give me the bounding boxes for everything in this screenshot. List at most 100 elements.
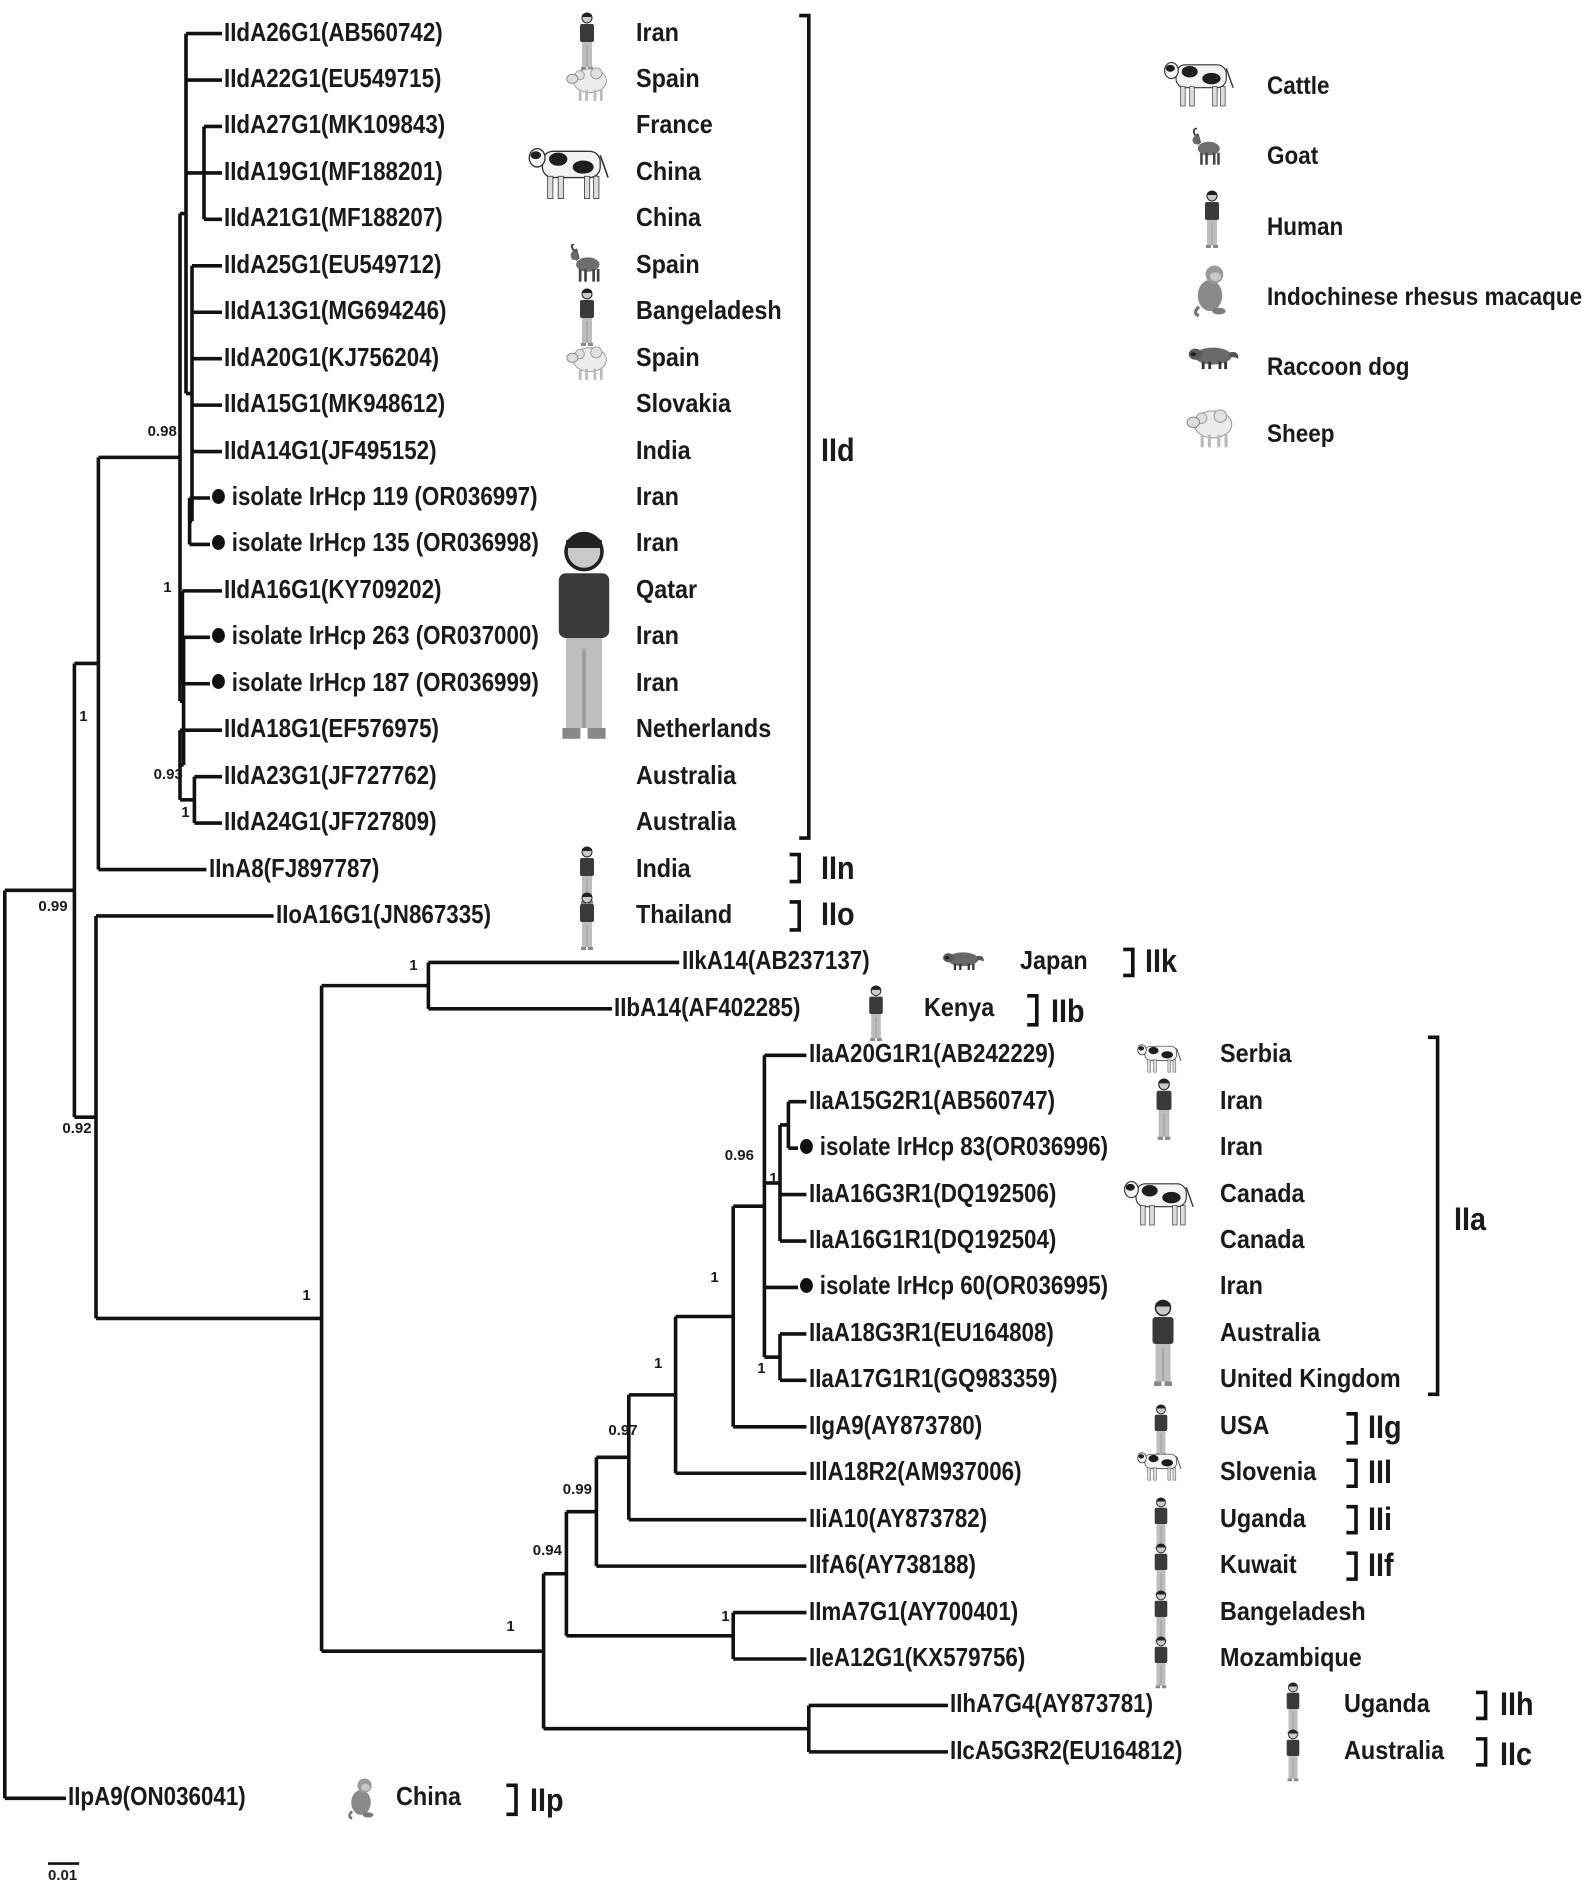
clade-iic-label: IIc	[1500, 1735, 1533, 1772]
tip-country: Iran	[1220, 1131, 1264, 1162]
cattle-icon	[524, 133, 616, 214]
tip-label: IIeA12G1(KX579756)	[808, 1642, 1026, 1672]
raccoon-dog-icon	[940, 948, 986, 977]
tip-label: IIdA21G1(MF188207)	[224, 202, 444, 233]
tip-label: IIaA17G1R1(GQ983359)	[808, 1363, 1058, 1394]
tip-label: IIdA19G1(MF188201)	[224, 155, 444, 186]
tip-country: Iran	[1220, 1084, 1264, 1115]
sheep-icon	[565, 341, 611, 388]
macaque-icon	[345, 1774, 377, 1827]
tip-label: IIbA14(AF402285)	[614, 991, 801, 1022]
tip-country: Spain	[636, 63, 700, 94]
goat-icon	[568, 241, 604, 291]
human-icon	[1148, 1294, 1178, 1399]
tip-country: Canada	[1220, 1177, 1305, 1208]
tip-country: Spain	[636, 341, 700, 372]
tip-label: isolate IrHcp 263 (OR037000)	[212, 622, 539, 648]
cattle-icon	[1120, 1165, 1200, 1242]
support-value: 1	[721, 1608, 730, 1626]
support-value: 1	[506, 1617, 515, 1635]
tip-country: Slovenia	[1220, 1456, 1317, 1487]
tip-label: IIdA16G1(KY709202)	[224, 573, 442, 604]
support-value: 0.97	[608, 1422, 638, 1440]
tip-country: Uganda	[1344, 1688, 1430, 1719]
tip-label: IIdA22G1(EU549715)	[224, 63, 442, 94]
tip-country: Slovakia	[636, 388, 731, 419]
tip-country: France	[636, 109, 713, 140]
legend-label: Goat	[1267, 142, 1319, 170]
support-value: 1	[769, 1170, 778, 1188]
human-icon	[1202, 188, 1222, 257]
clade-iig-label: IIg	[1368, 1408, 1402, 1445]
tip-label: IIdA20G1(KJ756204)	[224, 341, 440, 372]
tip-country: China	[636, 202, 702, 233]
tip-country: Australia	[1344, 1734, 1445, 1765]
support-value: 1	[79, 708, 88, 726]
tip-label: IIcA5G3R2(EU164812)	[950, 1734, 1183, 1765]
tip-country: Australia	[1220, 1316, 1321, 1347]
support-value: 0.94	[532, 1542, 562, 1560]
human-icon	[1284, 1728, 1302, 1789]
tip-label: IIdA15G1(MK948612)	[224, 388, 446, 419]
clade-iio-bracket	[789, 900, 801, 932]
tip-country: USA	[1220, 1409, 1270, 1440]
legend-label: Indochinese rhesus macaque	[1267, 283, 1583, 311]
support-value: 0.92	[62, 1119, 92, 1137]
human-icon	[577, 12, 597, 77]
human-icon	[1284, 1681, 1302, 1742]
clade-iia-bracket	[1428, 1035, 1440, 1397]
tip-country: Iran	[636, 620, 679, 651]
isolate-marker-dot	[212, 627, 226, 643]
tip-country: United Kingdom	[1220, 1363, 1402, 1394]
clade-iio-label: IIo	[820, 895, 855, 932]
tip-label: IIdA13G1(MG694246)	[224, 295, 447, 326]
tip-country: Spain	[636, 248, 700, 279]
clade-iif-label: IIf	[1368, 1547, 1394, 1584]
tip-country: Serbia	[1220, 1038, 1292, 1069]
clade-iil-bracket	[1346, 1458, 1358, 1489]
tip-country: Iran	[636, 666, 679, 697]
tip-country: Bangeladesh	[636, 295, 782, 326]
tip-country: Mozambique	[1220, 1642, 1363, 1672]
clade-iip-label: IIp	[530, 1782, 564, 1819]
support-value: 1	[163, 578, 172, 596]
human-icon	[1152, 1078, 1176, 1147]
clade-iin-label: IIn	[820, 849, 855, 886]
clade-iif-bracket	[1346, 1551, 1358, 1581]
tip-label: IInA8(FJ897787)	[208, 852, 380, 883]
tip-country: China	[396, 1781, 462, 1812]
tip-country: Australia	[636, 759, 737, 790]
tip-country: Iran	[636, 16, 679, 47]
tip-label: IIlA18R2(AM937006)	[808, 1456, 1022, 1487]
clade-iii-label: IIi	[1368, 1500, 1393, 1537]
tip-country: Uganda	[1220, 1502, 1307, 1533]
tip-label: isolate IrHcp 83(OR036996)	[800, 1133, 1109, 1159]
tip-country: India	[636, 852, 691, 883]
tip-label: isolate IrHcp 60(OR036995)	[800, 1272, 1109, 1298]
legend-label: Human	[1267, 213, 1344, 241]
human-icon	[548, 423, 620, 858]
tip-label: IIaA15G2R1(AB560747)	[808, 1084, 1055, 1115]
clade-iin-bracket	[789, 852, 801, 884]
tip-label: IIdA27G1(MK109843)	[224, 109, 446, 140]
tip-country: Iran	[636, 527, 679, 558]
support-value: 1	[757, 1359, 766, 1377]
tip-label: IIdA23G1(JF727762)	[224, 759, 437, 790]
support-value: 0.96	[724, 1147, 754, 1165]
clade-iih-label: IIh	[1500, 1686, 1534, 1723]
tip-label: IIaA18G3R1(EU164808)	[808, 1316, 1054, 1347]
support-value: 1	[409, 956, 418, 974]
tip-label: IIdA26G1(AB560742)	[224, 16, 444, 47]
clade-iip-bracket	[506, 1783, 518, 1817]
support-value: 0.98	[147, 422, 177, 440]
sheep-icon	[565, 62, 611, 109]
support-value: 1	[181, 804, 190, 822]
tip-country: Japan	[1020, 945, 1088, 976]
support-value: 0.99	[38, 897, 68, 915]
tip-country: Kuwait	[1220, 1549, 1298, 1580]
tip-label: IIaA16G3R1(DQ192506)	[808, 1177, 1057, 1208]
cattle-icon	[1134, 1447, 1186, 1488]
clade-iii-bracket	[1346, 1504, 1358, 1535]
tip-country: Bangeladesh	[1220, 1595, 1367, 1626]
